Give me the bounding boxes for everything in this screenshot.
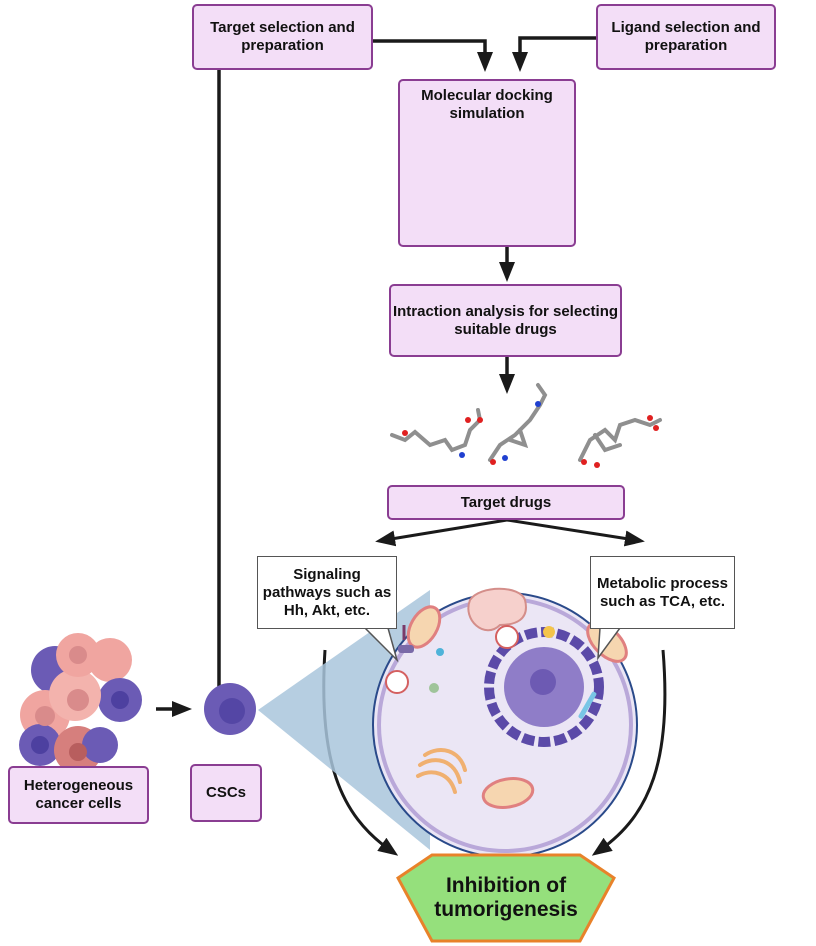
- arrow-right-curve-to-outcome: [591, 649, 667, 856]
- metabolic-callout: Metabolic process such as TCA, etc.: [590, 556, 735, 629]
- signaling-callout-text: Signaling pathways such as Hh, Akt, etc.: [262, 565, 392, 619]
- arrow-drugs-right: [506, 518, 645, 547]
- cscs-box: CSCs: [190, 764, 262, 822]
- outcome-label-container: Inhibition of tumorigenesis: [420, 856, 592, 940]
- molecular-docking-label: Molecular docking simulation: [421, 87, 553, 122]
- ligand-selection-box: Ligand selection and preparation: [596, 4, 776, 70]
- signaling-callout: Signaling pathways such as Hh, Akt, etc.: [257, 556, 397, 629]
- ligand-selection-label: Ligand selection and preparation: [611, 19, 761, 54]
- heterogeneous-cells-box: Heterogeneous cancer cells: [8, 766, 149, 824]
- csc-cell-illustration: [204, 683, 256, 735]
- arrow-target-to-docking: [373, 39, 493, 72]
- drug-molecule-1: [390, 408, 483, 458]
- cscs-label: CSCs: [205, 784, 246, 801]
- heterogeneous-cells-illustration: [19, 633, 142, 774]
- heterogeneous-cells-label: Heterogeneous cancer cells: [23, 777, 134, 812]
- arrow-ligand-to-docking-line: [512, 36, 597, 72]
- interaction-analysis-label: Intraction analysis for selecting suitab…: [392, 302, 619, 338]
- drug-molecule-2: [488, 383, 548, 465]
- target-drugs-box: Target drugs: [387, 485, 625, 520]
- target-selection-box: Target selection and preparation: [192, 4, 373, 70]
- outcome-label: Inhibition of tumorigenesis: [434, 874, 578, 921]
- interaction-analysis-box: Intraction analysis for selecting suitab…: [389, 284, 622, 357]
- cell-illustration: [372, 587, 638, 858]
- outcome-hexagon: [396, 853, 616, 943]
- drug-molecule-3: [578, 415, 662, 468]
- arrow-drugs-left: [375, 518, 508, 547]
- target-drugs-label: Target drugs: [460, 493, 552, 511]
- target-selection-label: Target selection and preparation: [210, 19, 355, 54]
- molecular-docking-box: Molecular docking simulation: [398, 79, 576, 247]
- metabolic-callout-text: Metabolic process such as TCA, etc.: [597, 574, 728, 610]
